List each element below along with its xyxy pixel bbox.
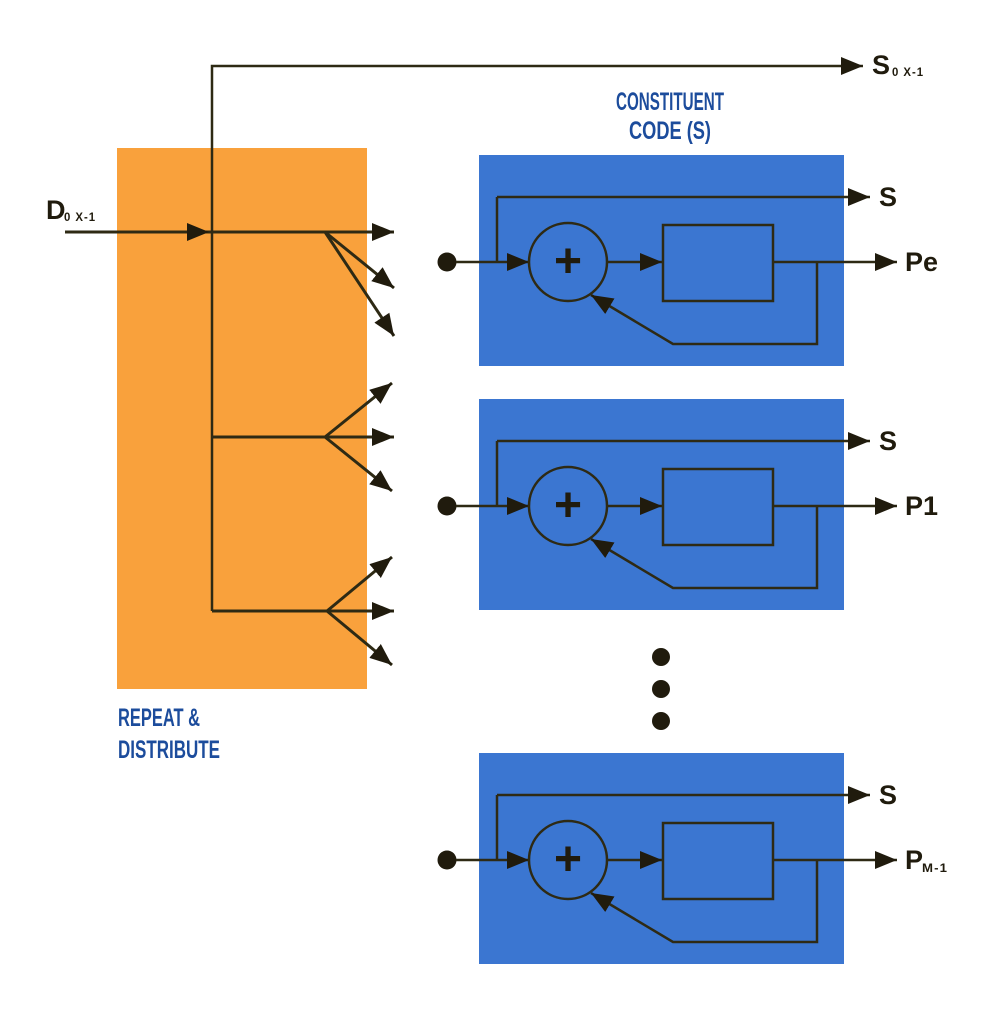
input-label-main: D (46, 195, 66, 225)
code-block-rect (479, 155, 844, 366)
constituent-heading-line2: CODE (S) (629, 117, 711, 145)
ellipsis-dot (652, 712, 670, 730)
ellipsis-dot (652, 648, 670, 666)
feedback-line (590, 262, 819, 346)
fanout1-arrow-down2 (323, 231, 396, 337)
code-block-rect (479, 753, 844, 964)
fanout3-arrow-down (326, 609, 393, 667)
systematic-output-wire (210, 57, 863, 611)
input-node-dot (437, 252, 457, 272)
repeat-distribute-rect (117, 148, 367, 689)
constituent-code-block-2: + S P1 (437, 399, 938, 610)
ellipsis-dot (652, 680, 670, 698)
input-node-dot (437, 850, 457, 870)
constituent-code-block-1: + S Pe (437, 155, 938, 366)
fanout-group-1 (323, 223, 396, 337)
constituent-code-block-3: + S P M-1 (437, 753, 948, 964)
feedback-line (590, 506, 819, 590)
repeat-distribute-block: REPEAT & DISTRIBUTE (117, 148, 367, 764)
adder-plus-symbol: + (554, 235, 582, 288)
fanout-group-2 (212, 381, 394, 493)
fanout-group-3 (212, 555, 394, 667)
parity-out-label-main: P (905, 845, 923, 875)
input-label-sub: 0 X-1 (64, 210, 96, 224)
systematic-out-label: S (879, 426, 897, 456)
systematic-output-label-main: S (872, 50, 890, 80)
fanout2-arrow-up (324, 381, 393, 439)
parity-out-label-main: P1 (905, 491, 938, 521)
input-node-dot (437, 496, 457, 516)
constituent-heading-line1: CONSTITUENT (616, 88, 724, 116)
code-block-rect (479, 399, 844, 610)
systematic-out-label: S (879, 780, 897, 810)
feedback-line (590, 860, 819, 944)
fanout1-arrow-down1 (324, 230, 395, 290)
systematic-output-label: S 0 X-1 (872, 50, 924, 80)
parity-out-label-sub: M-1 (922, 861, 948, 875)
adder-plus-symbol: + (554, 479, 582, 532)
repeat-distribute-label-line1: REPEAT & (118, 704, 200, 732)
systematic-output-label-sub: 0 X-1 (892, 65, 924, 79)
constituent-code-heading: CONSTITUENT CODE (S) (616, 88, 724, 145)
input-signal: D 0 X-1 (46, 195, 325, 241)
fanout2-arrow-down (324, 435, 393, 493)
repeat-distribute-label-line2: DISTRIBUTE (118, 736, 220, 764)
fanout3-arrow-up (326, 555, 393, 613)
systematic-out-label: S (879, 182, 897, 212)
systematic-output-line (210, 57, 863, 611)
adder-plus-symbol: + (554, 833, 582, 886)
repetition-ellipsis (652, 648, 670, 730)
parity-out-label-main: Pe (905, 247, 938, 277)
